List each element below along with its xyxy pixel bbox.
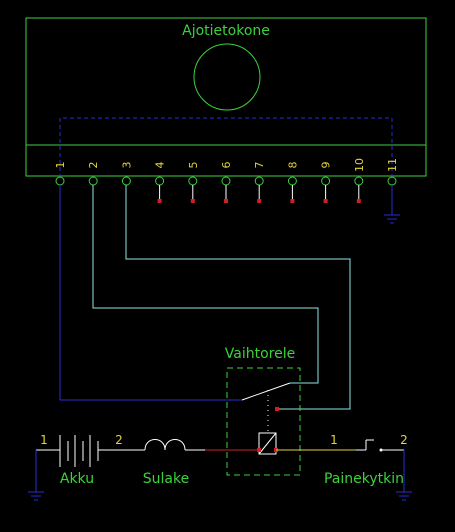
pin-terminal (221, 176, 231, 186)
pin-number: 4 (154, 162, 167, 169)
pin-terminal (55, 176, 65, 186)
pin-6: 6 (220, 162, 233, 203)
pin-terminal (387, 176, 397, 186)
pin-stub-end (290, 199, 295, 203)
internal-link-dashed (59, 117, 393, 178)
relay-coil-diagonal (258, 432, 277, 455)
pin-number: 2 (87, 162, 100, 169)
pin-2: 2 (87, 162, 100, 186)
switch-terminal-1: 1 (330, 433, 338, 447)
pin-stub-end (224, 199, 228, 203)
pin-stub-end (356, 199, 361, 203)
pin-stub-end (323, 199, 328, 203)
relay: Vaihtorele (225, 346, 301, 476)
display-circle (193, 43, 261, 111)
relay-label: Vaihtorele (225, 346, 295, 362)
pin-1: 1 (54, 162, 67, 186)
relay-terminal-dot (275, 407, 279, 411)
pin-number: 6 (220, 162, 233, 169)
battery-terminal-1: 1 (40, 433, 48, 447)
pin-5: 5 (187, 162, 200, 203)
pin-number: 5 (187, 162, 200, 169)
pin-9: 9 (320, 162, 333, 203)
pin-7: 7 (253, 162, 266, 203)
pin-stub-end (190, 199, 195, 203)
pin-terminal (88, 176, 98, 186)
pin-terminal (121, 176, 131, 186)
battery: Akku 1 2 (36, 433, 145, 487)
pin-terminal (321, 176, 331, 186)
wire-pin2-to-relay (92, 185, 319, 384)
pressure-switch: Painekytkin 1 2 (324, 433, 408, 487)
pin-number: 9 (320, 162, 333, 169)
connector-pins: 1 2 3 4 5 6 7 8 9 10 11 (54, 158, 399, 203)
pin-3: 3 (120, 162, 133, 186)
pin-terminal (155, 176, 165, 186)
fuse: Sulake (143, 439, 259, 487)
pin-terminal (354, 176, 364, 186)
relay-box-dashed (226, 367, 301, 476)
pin-11: 11 (386, 158, 399, 186)
battery-label: Akku (60, 471, 94, 487)
ground-symbol-switch (396, 450, 412, 501)
pin-number: 1 (54, 162, 67, 169)
relay-coil (258, 432, 277, 455)
fuse-label: Sulake (143, 471, 189, 487)
battery-terminal-2: 2 (115, 433, 123, 447)
computer-label: Ajotietokone (182, 23, 270, 39)
wire-pin1-to-relay (59, 185, 242, 401)
relay-switch-arm (241, 382, 291, 401)
pin-number: 7 (253, 162, 266, 169)
computer-unit: Ajotietokone (25, 17, 427, 177)
ground-symbol-battery (28, 450, 44, 501)
pin-terminal (254, 176, 264, 186)
switch-label: Painekytkin (324, 471, 404, 487)
pin-stub-end (157, 199, 162, 203)
pin-10: 10 (353, 158, 366, 203)
pin-8: 8 (286, 162, 299, 203)
pin-number: 10 (353, 158, 366, 172)
ground-symbol-pin11 (384, 185, 400, 224)
pin-stub-end (257, 199, 262, 203)
fuse-symbol (144, 439, 186, 451)
wire-pin3-to-relay (125, 185, 351, 410)
computer-box (25, 17, 427, 177)
pin-number: 11 (386, 158, 399, 172)
pin-number: 8 (286, 162, 299, 169)
pin-terminal (188, 176, 198, 186)
switch-terminal-2: 2 (400, 433, 408, 447)
pin-4: 4 (154, 162, 167, 203)
pin-terminal (287, 176, 297, 186)
pin-number: 3 (120, 162, 133, 169)
